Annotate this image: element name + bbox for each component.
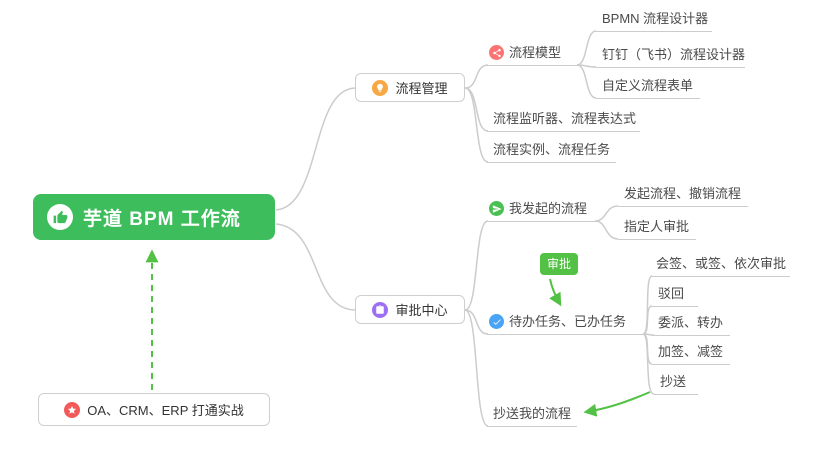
node-carbon-copy: 抄送 <box>654 373 698 395</box>
root-node: 芋道 BPM 工作流 <box>33 194 275 240</box>
node-label: 待办任务、已办任务 <box>509 314 627 329</box>
node-label: 流程管理 <box>395 81 448 96</box>
node-dingtalk-designer: 钉钉（飞书）流程设计器 <box>596 46 745 68</box>
green-arrows <box>145 249 651 417</box>
node-instance-task: 流程实例、流程任务 <box>487 141 616 163</box>
approval-badge: 审批 <box>540 253 579 275</box>
node-label: 审批中心 <box>395 303 448 318</box>
node-process-model: 流程模型 <box>487 44 579 66</box>
node-label: 我发起的流程 <box>509 201 588 216</box>
node-my-initiated: 我发起的流程 <box>487 200 596 222</box>
node-reject: 驳回 <box>652 285 698 307</box>
node-label: 流程模型 <box>509 45 562 60</box>
share-flow-icon <box>489 45 504 60</box>
star-icon <box>64 401 81 418</box>
node-listener-expression: 流程监听器、流程表达式 <box>487 110 640 132</box>
node-assigned-approval: 指定人审批 <box>618 218 696 240</box>
send-icon <box>489 201 504 216</box>
node-approval-center: 审批中心 <box>355 295 465 324</box>
node-initiate-cancel: 发起流程、撤销流程 <box>618 185 748 207</box>
node-todo-done: 待办任务、已办任务 <box>487 313 643 335</box>
root-label: 芋道 BPM 工作流 <box>83 208 241 230</box>
node-cc-my-process: 抄送我的流程 <box>487 405 577 427</box>
clipboard-icon <box>372 301 389 318</box>
node-bpmn-designer: BPMN 流程设计器 <box>596 10 712 32</box>
thumbs-up-icon <box>47 204 73 230</box>
node-oa-practice: OA、CRM、ERP 打通实战 <box>38 393 270 426</box>
lightbulb-icon <box>372 79 389 96</box>
node-add-reduce-sign: 加签、减签 <box>652 343 730 365</box>
check-icon <box>489 314 504 329</box>
node-label: OA、CRM、ERP 打通实战 <box>87 403 244 418</box>
node-delegate-transfer: 委派、转办 <box>652 314 730 336</box>
node-process-management: 流程管理 <box>355 73 465 102</box>
gray-connectors <box>275 30 655 427</box>
node-countersign: 会签、或签、依次审批 <box>650 255 790 277</box>
node-custom-form: 自定义流程表单 <box>596 77 700 99</box>
